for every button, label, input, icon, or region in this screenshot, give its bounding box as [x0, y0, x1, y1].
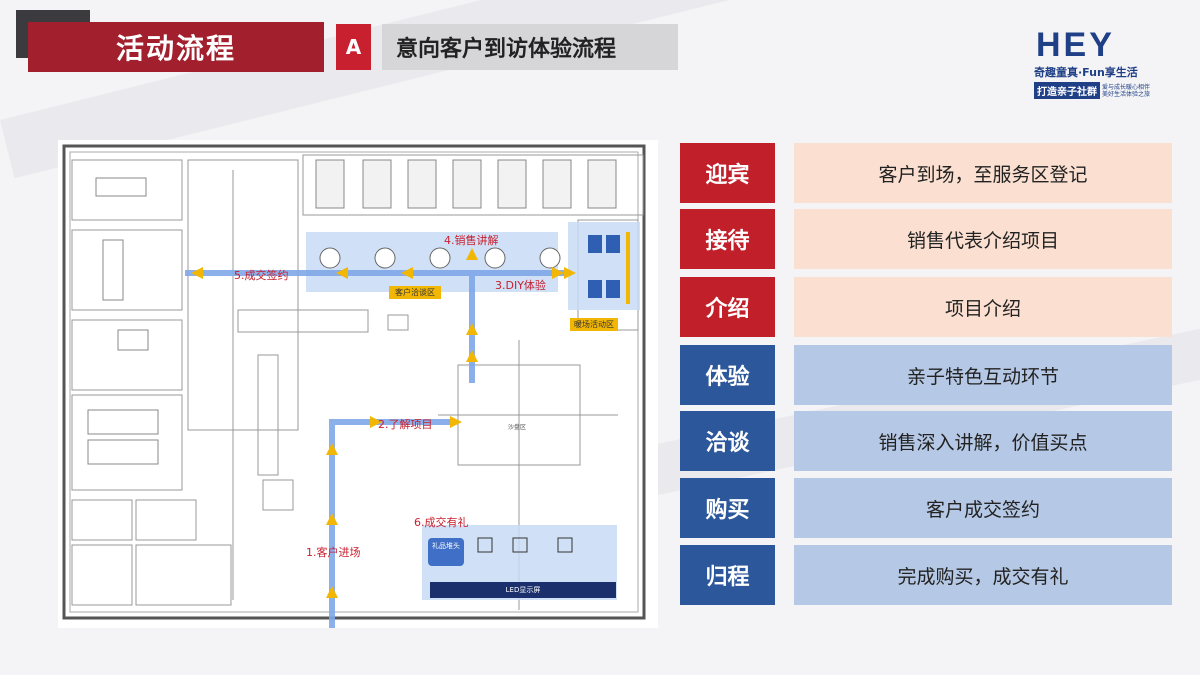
- step-description: 客户成交签约: [794, 478, 1172, 538]
- floor-plan-drawing: [62, 144, 646, 628]
- step-label: 购买: [680, 478, 775, 538]
- step-description: 完成购买，成交有礼: [794, 545, 1172, 605]
- route-label-step1: 1.客户进场: [306, 546, 361, 559]
- route-label-step2: 2.了解项目: [378, 418, 433, 431]
- step-description: 客户到场，至服务区登记: [794, 143, 1172, 203]
- step-description: 亲子特色互动环节: [794, 345, 1172, 405]
- route-label-step3: 3.DIY体验: [495, 279, 546, 292]
- zone-label-negotiation: 客户洽谈区: [389, 286, 441, 299]
- section-letter-badge: A: [336, 24, 371, 70]
- brand-small-text: 爱与成长暖心相伴 美好生活体验之旅: [1102, 83, 1151, 98]
- step-row-return: 归程 完成购买，成交有礼: [680, 545, 1172, 605]
- step-row-purchase: 购买 客户成交签约: [680, 478, 1172, 538]
- brand-name: HEY: [1036, 26, 1115, 64]
- step-label: 接待: [680, 209, 775, 269]
- brand-tagline: 奇趣童真·Fun享生活: [1034, 66, 1138, 79]
- brand-logo: HEY 奇趣童真·Fun享生活 打造亲子社群 爱与成长暖心相伴 美好生活体验之旅: [1034, 28, 1164, 104]
- zone-label-sand-table: 沙盘区: [508, 424, 527, 431]
- floor-plan: 1.客户进场 2.了解项目 3.DIY体验 4.销售讲解 5.成交签约 6.成交…: [58, 140, 658, 628]
- step-label: 介绍: [680, 277, 775, 337]
- step-row-welcome: 迎宾 客户到场，至服务区登记: [680, 143, 1172, 203]
- step-label: 体验: [680, 345, 775, 405]
- visitor-route: [185, 270, 571, 628]
- step-label: 洽谈: [680, 411, 775, 471]
- step-description: 销售深入讲解，价值买点: [794, 411, 1172, 471]
- route-label-step6: 6.成交有礼: [414, 516, 469, 529]
- brand-slogan: 打造亲子社群: [1034, 82, 1100, 99]
- step-row-experience: 体验 亲子特色互动环节: [680, 345, 1172, 405]
- step-row-negotiation: 洽谈 销售深入讲解，价值买点: [680, 411, 1172, 471]
- zone-label-warm-activity: 暖场活动区: [570, 318, 618, 331]
- step-label: 归程: [680, 545, 775, 605]
- zone-label-gift: 礼品堆头: [432, 542, 460, 550]
- route-arrows: [191, 248, 576, 598]
- route-label-step4: 4.销售讲解: [444, 234, 499, 247]
- step-row-introduction: 介绍 项目介绍: [680, 277, 1172, 337]
- step-label: 迎宾: [680, 143, 775, 203]
- section-subtitle: 意向客户到访体验流程: [382, 24, 678, 70]
- step-row-reception: 接待 销售代表介绍项目: [680, 209, 1172, 269]
- step-description: 销售代表介绍项目: [794, 209, 1172, 269]
- route-label-step5: 5.成交签约: [234, 269, 289, 282]
- page-title: 活动流程: [28, 22, 324, 72]
- led-screen: [430, 582, 616, 598]
- zone-label-led: LED显示屏: [505, 586, 541, 594]
- step-description: 项目介绍: [794, 277, 1172, 337]
